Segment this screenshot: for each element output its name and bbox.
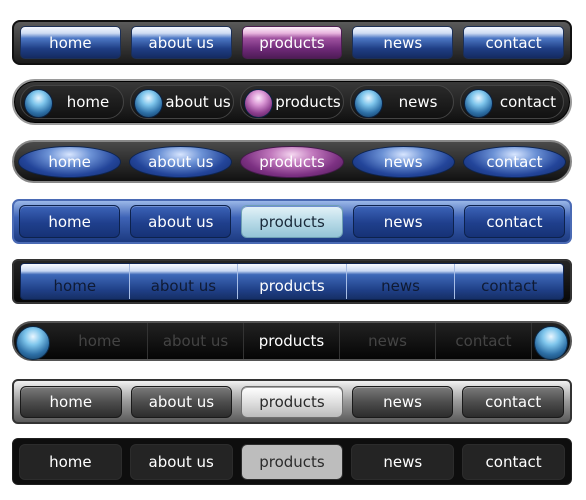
orb-icon xyxy=(464,89,493,118)
nav-about-us-label: about us xyxy=(165,93,231,111)
nav-contact-label: contact xyxy=(486,212,543,231)
nav-products-button[interactable]: products xyxy=(240,443,344,480)
nav-products-button[interactable]: products xyxy=(241,26,343,59)
nav-about-us-button[interactable]: about us xyxy=(148,323,244,359)
nav-about-us-label: about us xyxy=(148,152,214,171)
nav-news-button[interactable]: news xyxy=(350,85,454,119)
nav-about-us-label: about us xyxy=(148,33,214,52)
nav-contact-label: contact xyxy=(485,392,542,411)
nav-news-button[interactable]: news xyxy=(352,205,454,238)
nav-home-button[interactable]: home xyxy=(19,443,122,480)
nav-news-label: news xyxy=(368,332,407,350)
nav-home-label: home xyxy=(49,452,92,471)
nav-products-label: products xyxy=(275,93,341,111)
nav-products-button[interactable]: products xyxy=(240,85,344,119)
nav-contact-label: contact xyxy=(481,276,538,295)
nav-news-button[interactable]: news xyxy=(351,385,454,418)
orb-icon xyxy=(244,89,273,118)
nav-contact-button[interactable]: contact xyxy=(460,85,564,119)
nav-about-us-label: about us xyxy=(150,276,217,295)
nav-bar-silver: home about us products news contact xyxy=(12,379,572,424)
nav-contact-label: contact xyxy=(455,332,512,350)
nav-bar-segmented: home about us products news contact xyxy=(12,259,572,304)
nav-about-us-label: about us xyxy=(162,332,229,350)
nav-about-us-button[interactable]: about us xyxy=(130,205,232,238)
nav-products-button[interactable]: products xyxy=(241,385,343,418)
nav-products-label: products xyxy=(259,392,325,411)
nav-contact-button[interactable]: contact xyxy=(462,385,564,418)
nav-home-label: home xyxy=(49,392,93,411)
nav-products-label: products xyxy=(259,33,325,52)
nav-contact-label: contact xyxy=(485,452,542,471)
nav-home-label: home xyxy=(48,152,91,171)
nav-news-button[interactable]: news xyxy=(347,264,456,299)
nav-products-label: products xyxy=(259,212,325,231)
nav-news-button[interactable]: news xyxy=(351,145,455,178)
nav-contact-button[interactable]: contact xyxy=(462,443,565,480)
nav-bar-glossy-tabs: home about us products news contact xyxy=(12,20,572,65)
nav-about-us-button[interactable]: about us xyxy=(130,26,232,59)
nav-home-label: home xyxy=(48,212,91,231)
nav-bar-orbs: home about us products news contact xyxy=(12,79,572,125)
nav-products-button[interactable]: products xyxy=(240,145,344,178)
nav-home-button[interactable]: home xyxy=(18,145,122,178)
nav-news-button[interactable]: news xyxy=(351,443,455,480)
nav-products-button[interactable]: products xyxy=(241,205,343,238)
nav-about-us-label: about us xyxy=(148,392,215,411)
nav-products-label: products xyxy=(259,276,325,295)
orb-icon xyxy=(354,89,383,118)
orb-icon xyxy=(16,326,50,360)
nav-products-button[interactable]: products xyxy=(238,264,347,299)
nav-contact-label: contact xyxy=(485,33,542,52)
nav-bar-ovals: home about us products news contact xyxy=(12,140,572,183)
nav-news-label: news xyxy=(383,392,422,411)
nav-home-label: home xyxy=(49,33,92,52)
nav-home-label: home xyxy=(78,332,121,350)
nav-bar-blue: home about us products news contact xyxy=(12,199,572,244)
nav-news-button[interactable]: news xyxy=(352,26,454,59)
nav-news-label: news xyxy=(383,33,423,52)
nav-products-button[interactable]: products xyxy=(244,323,340,359)
nav-contact-button[interactable]: contact xyxy=(455,264,563,299)
nav-contact-label: contact xyxy=(499,93,557,111)
nav-news-label: news xyxy=(383,452,423,471)
nav-about-us-button[interactable]: about us xyxy=(130,85,234,119)
nav-home-button[interactable]: home xyxy=(20,26,121,59)
nav-products-label: products xyxy=(259,152,325,171)
nav-products-label: products xyxy=(258,332,325,350)
nav-news-label: news xyxy=(398,93,438,111)
nav-about-us-button[interactable]: about us xyxy=(130,385,233,418)
nav-about-us-button[interactable]: about us xyxy=(130,264,239,299)
orb-icon xyxy=(534,326,568,360)
nav-news-label: news xyxy=(383,212,423,231)
nav-news-label: news xyxy=(383,152,423,171)
orb-icon xyxy=(134,89,163,118)
nav-contact-button[interactable]: contact xyxy=(463,26,564,59)
nav-bar-flat-dark: home about us products news contact xyxy=(12,438,572,485)
nav-about-us-button[interactable]: about us xyxy=(129,145,233,178)
orb-icon xyxy=(24,89,53,118)
nav-home-button[interactable]: home xyxy=(20,85,124,119)
segmented-track: home about us products news contact xyxy=(20,263,564,300)
nav-about-us-label: about us xyxy=(148,212,214,231)
nav-news-button[interactable]: news xyxy=(340,323,436,359)
nav-home-button[interactable]: home xyxy=(19,205,121,238)
nav-contact-label: contact xyxy=(486,152,543,171)
nav-bar-dark-orbs: home about us products news contact xyxy=(12,321,572,361)
nav-home-button[interactable]: home xyxy=(21,264,130,299)
nav-contact-button[interactable]: contact xyxy=(436,323,532,359)
nav-home-label: home xyxy=(53,276,97,295)
nav-news-label: news xyxy=(381,276,420,295)
nav-home-button[interactable]: home xyxy=(52,323,148,359)
nav-about-us-label: about us xyxy=(148,452,214,471)
nav-products-label: products xyxy=(259,452,325,471)
nav-home-label: home xyxy=(66,93,110,111)
nav-contact-button[interactable]: contact xyxy=(462,145,567,178)
nav-contact-button[interactable]: contact xyxy=(463,205,566,238)
nav-home-button[interactable]: home xyxy=(20,385,122,418)
nav-about-us-button[interactable]: about us xyxy=(129,443,233,480)
